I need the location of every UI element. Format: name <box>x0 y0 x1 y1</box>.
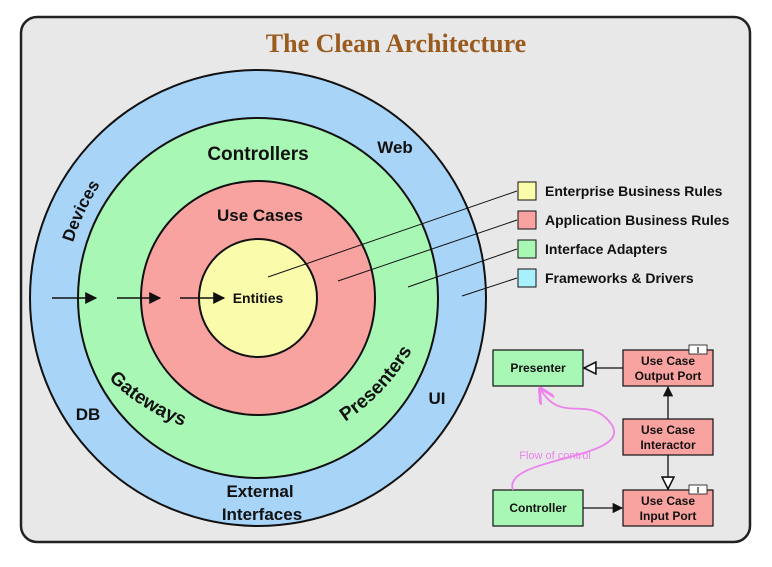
legend-swatch-application <box>517 210 537 230</box>
legend-label-application: Application Business Rules <box>545 212 730 228</box>
flow-of-control-label: Flow of control <box>519 450 591 462</box>
output-port-interface-marker: I <box>697 346 699 355</box>
label-external: External <box>226 482 293 501</box>
legend-swatch-adapters <box>517 239 537 259</box>
legend-label-frameworks: Frameworks & Drivers <box>545 270 694 286</box>
leader-line-enterprise <box>267 190 518 278</box>
output-port-interface-tag <box>688 344 708 355</box>
output-port-label-2: Output Port <box>635 369 702 383</box>
output-port-label-1: Use Case <box>641 354 695 368</box>
input-port-interface-marker: I <box>697 486 699 495</box>
leader-line-frameworks <box>461 277 518 297</box>
legend-swatch-frameworks <box>517 268 537 288</box>
legend-swatch-enterprise <box>517 181 537 201</box>
presenter-label: Presenter <box>510 361 566 375</box>
label-web: Web <box>377 138 413 157</box>
legend-label-enterprise: Enterprise Business Rules <box>545 183 723 199</box>
controller-box <box>492 489 584 527</box>
legend: Enterprise Business Rules Application Bu… <box>517 181 730 288</box>
interactor-box <box>622 418 714 456</box>
controller-label: Controller <box>509 501 567 515</box>
input-port-label-2: Input Port <box>640 509 697 523</box>
label-ui: UI <box>429 389 446 408</box>
label-entities: Entities <box>233 290 284 306</box>
label-db: DB <box>76 405 101 424</box>
label-controllers: Controllers <box>207 144 308 165</box>
label-interfaces: Interfaces <box>222 505 302 524</box>
leader-line-adapters <box>407 248 518 288</box>
leader-line-application <box>337 219 518 282</box>
legend-label-adapters: Interface Adapters <box>545 241 668 257</box>
label-use-cases: Use Cases <box>217 206 303 225</box>
input-port-label-1: Use Case <box>641 494 695 508</box>
input-port-box <box>622 489 714 527</box>
diagram-title: The Clean Architecture <box>266 29 526 58</box>
flow-diagram: Presenter Use Case Output Port I Use Cas… <box>492 344 714 527</box>
input-port-interface-tag <box>688 484 708 495</box>
interactor-label-1: Use Case <box>641 423 695 437</box>
flow-of-control-curve <box>511 390 615 491</box>
presenter-box <box>492 349 584 387</box>
interactor-label-2: Interactor <box>640 438 696 452</box>
